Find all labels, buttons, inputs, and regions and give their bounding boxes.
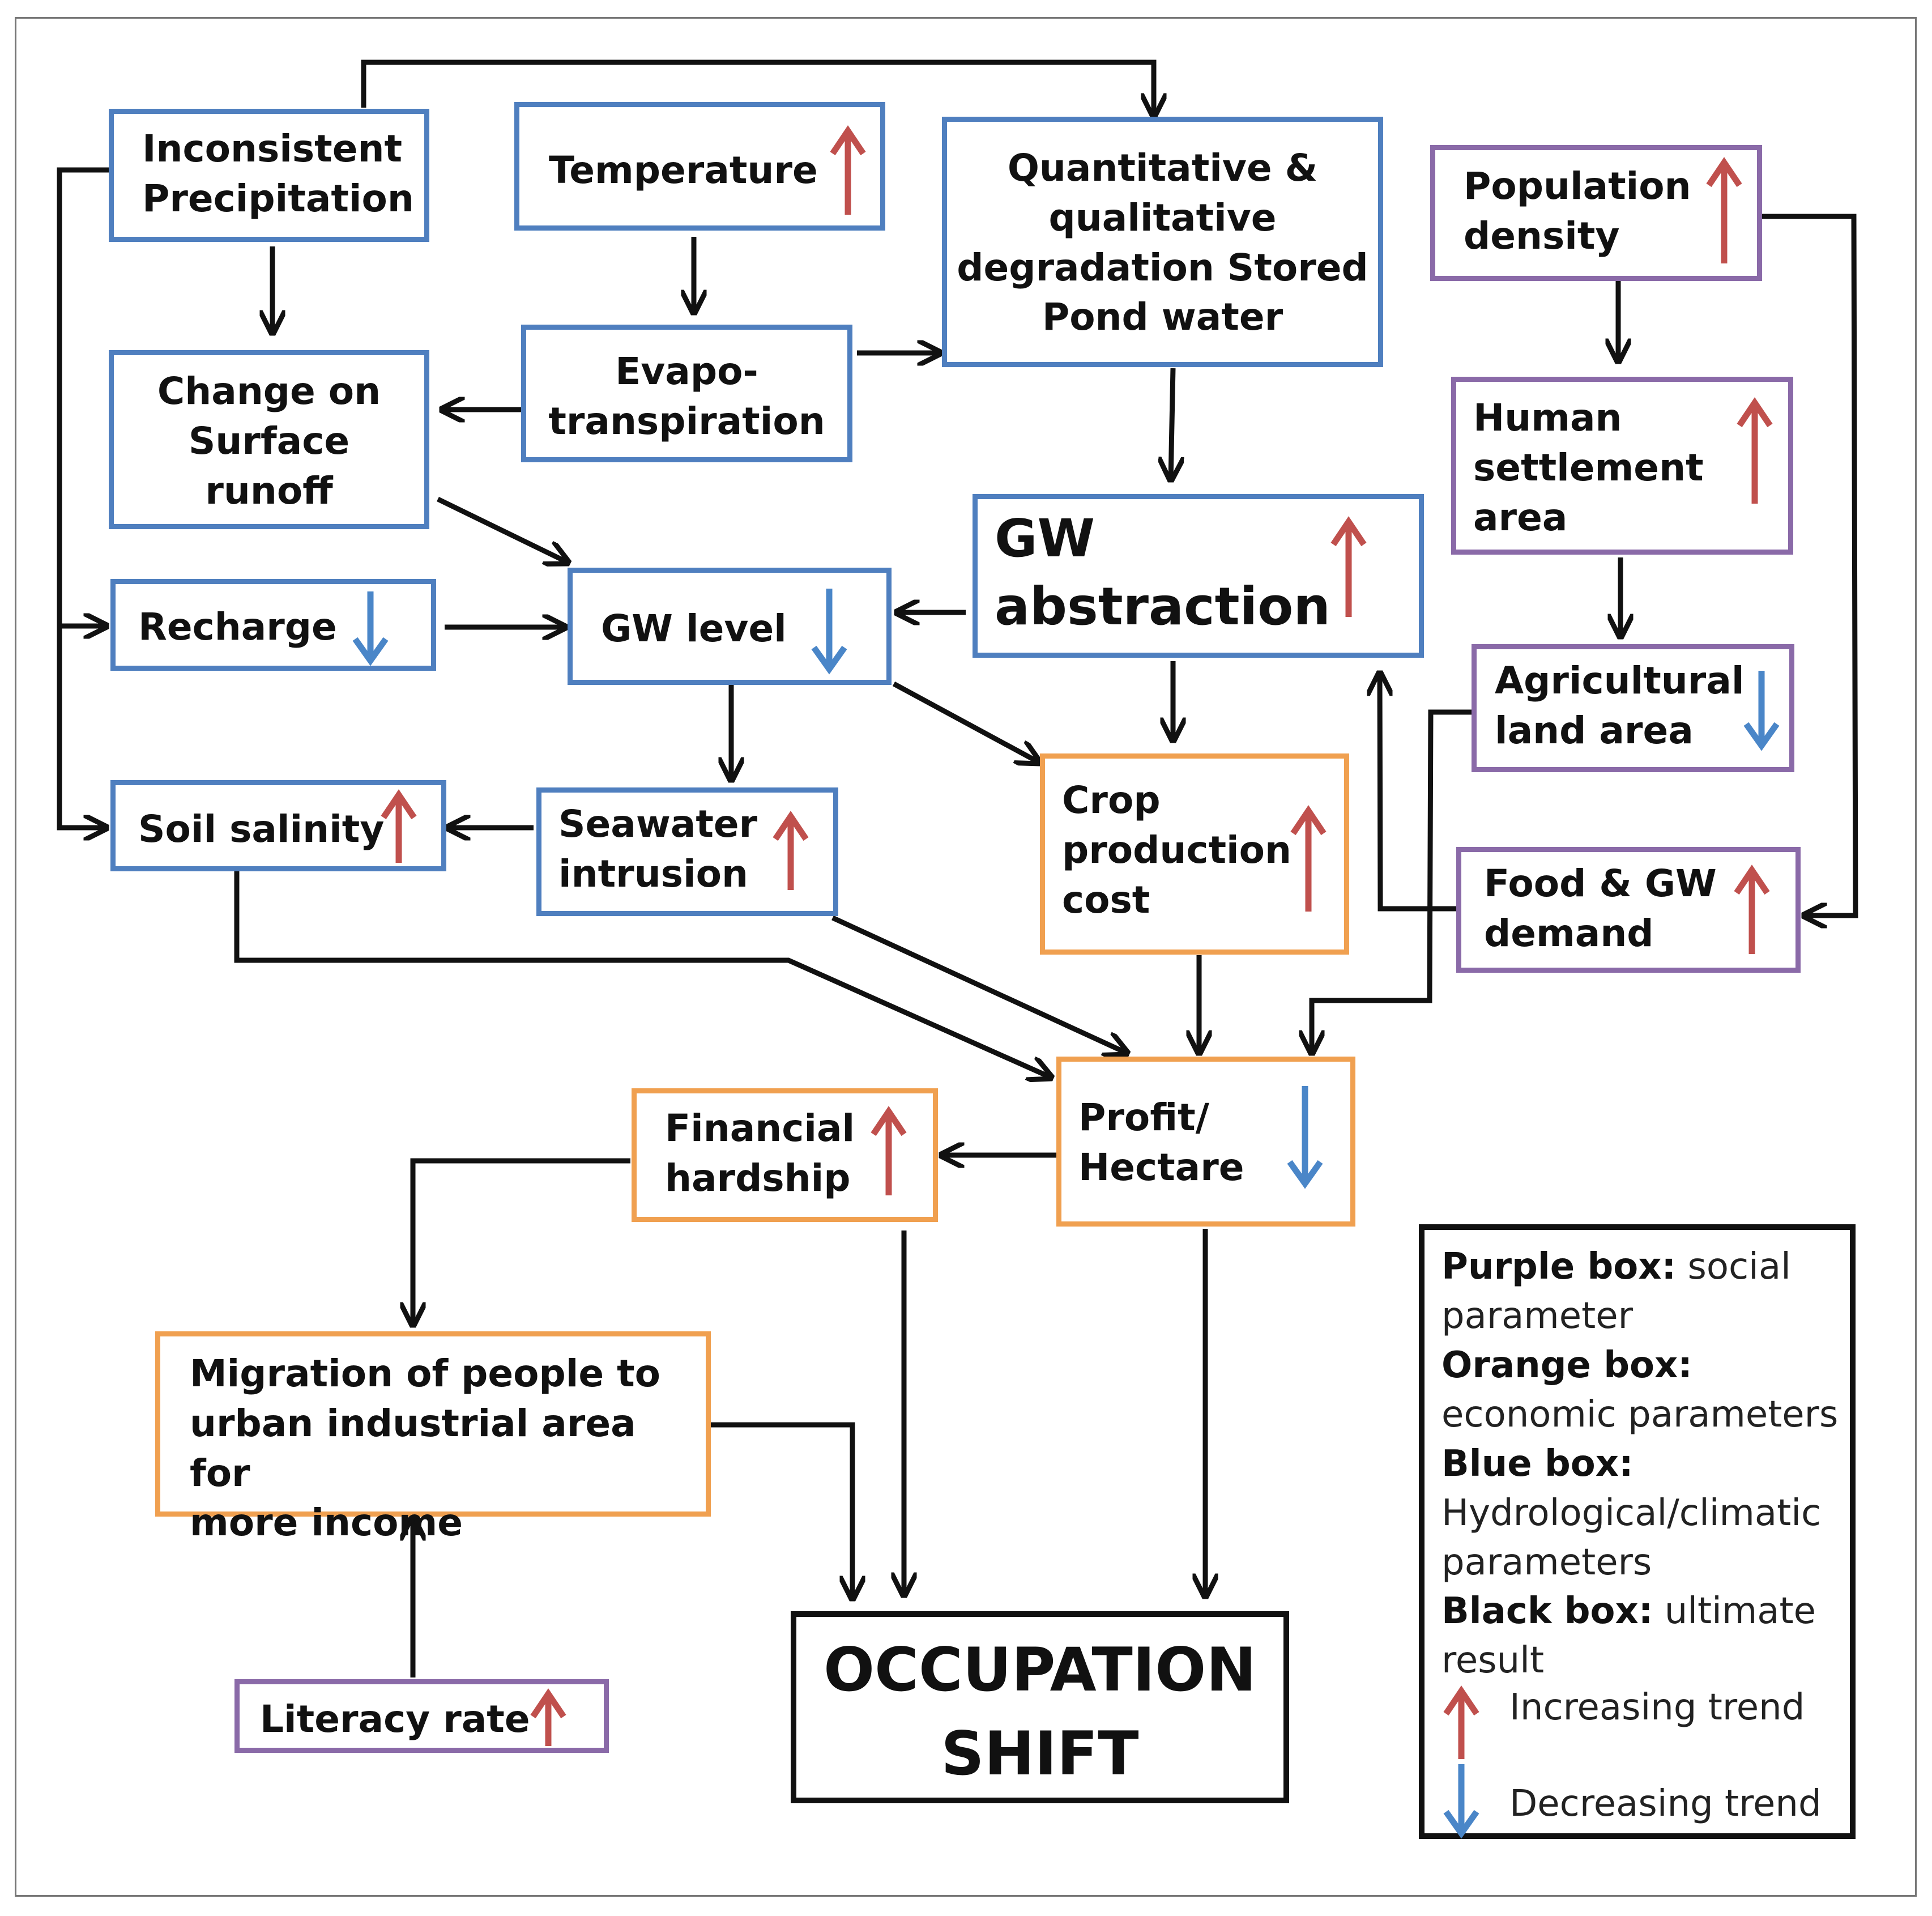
node-label: Profit/ Hectare xyxy=(1078,1096,1244,1189)
node-label: GW level xyxy=(601,607,787,650)
node-surface-runoff: Change on Surface runoff xyxy=(109,350,429,529)
edge-gwlevel-to-crop xyxy=(892,682,1039,763)
trend-down-icon xyxy=(1287,1086,1323,1189)
node-gw-level: GW level xyxy=(568,568,892,685)
node-label: Crop production cost xyxy=(1062,778,1291,922)
node-crop-production-cost: Crop production cost xyxy=(1040,753,1349,955)
edge-precipitation-to-salinity xyxy=(57,626,106,828)
node-agricultural-land: Agricultural land area xyxy=(1472,644,1794,772)
edge-runoff-to-gwlevel xyxy=(437,496,568,563)
legend-increasing-label: Increasing trend xyxy=(1509,1687,1805,1728)
trend-up-icon xyxy=(830,125,866,215)
node-label: Quantitative & qualitative degradation S… xyxy=(957,146,1368,339)
legend-black-desc: ultimate result xyxy=(1441,1590,1816,1682)
legend-orange-key: Orange box: xyxy=(1441,1344,1692,1386)
legend-down-icon xyxy=(1443,1764,1479,1839)
node-human-settlement: Human settlement area xyxy=(1451,377,1793,555)
legend-orange-desc: economic parameters xyxy=(1441,1394,1839,1436)
trend-down-icon xyxy=(811,589,847,675)
trend-up-icon xyxy=(1734,865,1770,954)
node-label: Change on Surface runoff xyxy=(157,369,381,513)
node-evapotranspiration: Evapo- transpiration xyxy=(521,325,852,462)
legend-blue-key: Blue box: xyxy=(1441,1443,1634,1485)
edge-migration-to-occupation xyxy=(709,1422,852,1599)
edge-agri-to-profit xyxy=(1312,709,1473,1053)
legend-decreasing-label: Decreasing trend xyxy=(1509,1783,1822,1825)
figure-frame xyxy=(15,17,1917,1897)
node-financial-hardship: Financial hardship xyxy=(632,1088,938,1222)
node-label: Agricultural land area xyxy=(1495,659,1745,752)
node-recharge: Recharge xyxy=(110,579,436,671)
node-soil-salinity: Soil salinity xyxy=(110,780,446,871)
node-label: Seawater intrusion xyxy=(558,802,758,896)
node-temperature: Temperature xyxy=(514,102,885,231)
trend-down-icon xyxy=(352,591,389,666)
node-label: OCCUPATION SHIFT xyxy=(823,1635,1257,1789)
edge-precipitation-to-recharge xyxy=(57,167,109,626)
trend-up-icon xyxy=(381,789,417,863)
node-label: Inconsistent Precipitation xyxy=(142,127,414,220)
node-label: GW abstraction xyxy=(995,508,1330,637)
node-label: Food & GW demand xyxy=(1484,862,1717,955)
legend-blue: Blue box: Hydrological/climatic paramete… xyxy=(1441,1440,1849,1587)
node-food-gw-demand: Food & GW demand xyxy=(1456,847,1801,973)
node-seawater-intrusion: Seawater intrusion xyxy=(536,787,838,916)
trend-up-icon xyxy=(1706,157,1742,263)
edge-salinity-to-profit xyxy=(234,871,1051,1078)
edge-demand-to-abstraction xyxy=(1380,673,1462,912)
legend-black-key: Black box: xyxy=(1441,1590,1653,1632)
node-degradation-pond-water: Quantitative & qualitative degradation S… xyxy=(942,117,1383,367)
trend-up-icon xyxy=(530,1688,566,1746)
node-label: Financial hardship xyxy=(665,1106,855,1200)
node-label: Literacy rate xyxy=(260,1697,530,1741)
node-migration: Migration of people to urban industrial … xyxy=(155,1331,711,1544)
trend-up-icon xyxy=(1737,397,1773,504)
node-population-density: Population density xyxy=(1430,145,1762,281)
node-label: Soil salinity xyxy=(138,807,385,851)
legend: Purple box: social parameter Orange box:… xyxy=(1419,1224,1856,1839)
node-inconsistent-precipitation: Inconsistent Precipitation xyxy=(109,109,429,242)
node-label: Population density xyxy=(1464,164,1691,258)
edge-degradation-to-abstraction xyxy=(1171,368,1173,480)
legend-purple-key: Purple box: xyxy=(1441,1246,1677,1288)
legend-purple-desc: social parameter xyxy=(1441,1246,1791,1338)
node-label: Human settlement area xyxy=(1473,396,1704,539)
node-label: Evapo- transpiration xyxy=(548,350,825,443)
legend-purple: Purple box: social parameter xyxy=(1441,1242,1849,1341)
node-label: Temperature xyxy=(549,148,818,192)
trend-up-icon xyxy=(871,1106,907,1195)
node-label: Recharge xyxy=(138,605,337,649)
edge-precipitation-to-degradation xyxy=(361,59,1154,116)
node-profit-hectare: Profit/ Hectare xyxy=(1056,1057,1355,1227)
trend-up-icon xyxy=(773,811,809,890)
edge-population-to-demand xyxy=(1762,214,1858,916)
edge-seawater-to-profit xyxy=(831,915,1127,1053)
node-gw-abstraction: GW abstraction xyxy=(973,494,1424,658)
legend-up-icon xyxy=(1443,1685,1479,1759)
legend-black: Black box: ultimate result xyxy=(1441,1587,1849,1685)
trend-down-icon xyxy=(1743,671,1780,751)
node-literacy-rate: Literacy rate xyxy=(234,1679,609,1753)
trend-up-icon xyxy=(1330,516,1367,617)
node-occupation-shift: OCCUPATION SHIFT xyxy=(791,1611,1289,1803)
trend-up-icon xyxy=(1290,805,1327,912)
legend-orange: Orange box: economic parameters xyxy=(1441,1341,1849,1440)
legend-blue-desc: Hydrological/climatic parameters xyxy=(1441,1492,1822,1584)
edge-hardship-to-migration xyxy=(413,1158,630,1325)
node-label: Migration of people to urban industrial … xyxy=(190,1352,660,1545)
